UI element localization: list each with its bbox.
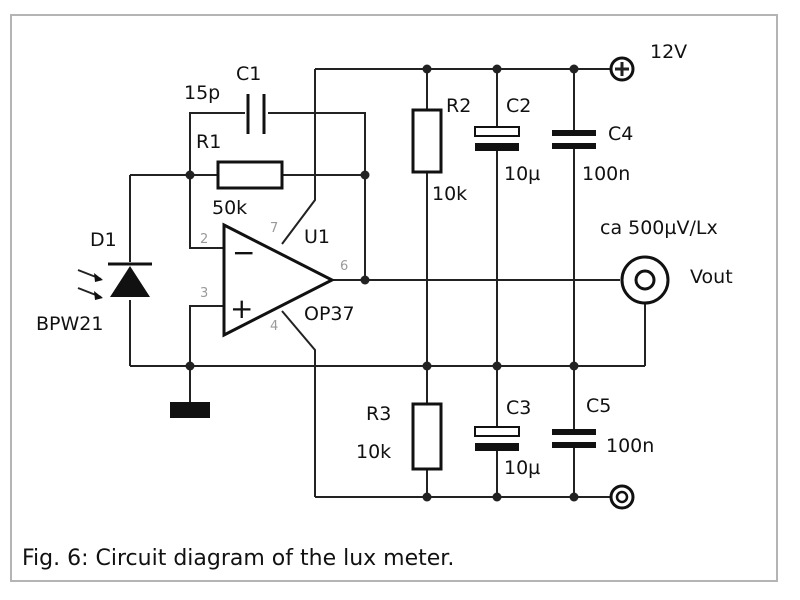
- c4-value: 100n: [582, 163, 630, 185]
- opamp-u1: [222, 222, 336, 338]
- c2-name: C2: [506, 95, 531, 117]
- sensitivity-label: ca 500µV/Lx: [600, 217, 718, 239]
- u1-vplus-wire: [281, 69, 316, 245]
- r3-name: R3: [366, 403, 391, 425]
- c5-name: C5: [586, 395, 611, 417]
- pin-3-label: 3: [200, 286, 208, 301]
- r1-name: R1: [196, 131, 221, 153]
- r3-value: 10k: [356, 441, 391, 463]
- vout-label: Vout: [690, 266, 733, 288]
- c1-value: 15p: [184, 82, 220, 104]
- u1-part: OP37: [304, 303, 355, 325]
- minus-terminal-icon: [609, 484, 635, 510]
- u1-name: U1: [304, 226, 330, 248]
- capacitor-c2: [474, 126, 520, 151]
- r1-value: 50k: [212, 197, 247, 219]
- capacitor-c4: [552, 130, 596, 149]
- r2-value: 10k: [432, 183, 467, 205]
- supply-label: 12V: [650, 41, 687, 63]
- photodiode-d1: [77, 262, 152, 300]
- bnc-output-icon: [620, 255, 670, 305]
- d1-part: BPW21: [36, 313, 103, 335]
- ground-symbol-icon: [170, 402, 210, 418]
- c2-value: 10µ: [504, 163, 540, 185]
- capacitor-c5: [552, 429, 596, 448]
- c3-value: 10µ: [504, 457, 540, 479]
- noninverting-sign: +: [230, 292, 253, 325]
- pin-4-label: 4: [270, 319, 278, 334]
- pin-7-label: 7: [270, 221, 278, 236]
- junction-dots: [185, 64, 579, 502]
- d1-name: D1: [90, 229, 117, 251]
- pin-6-label: 6: [340, 259, 348, 274]
- figure-caption: Fig. 6: Circuit diagram of the lux meter…: [22, 546, 455, 571]
- c4-name: C4: [608, 123, 633, 145]
- pin-2-label: 2: [200, 232, 208, 247]
- c1-name: C1: [236, 63, 261, 85]
- u1-vminus-wire: [281, 310, 316, 497]
- capacitor-c3: [474, 426, 520, 451]
- resistor-r2: [411, 108, 443, 174]
- plus-terminal-icon: [609, 56, 635, 82]
- resistor-r1: [216, 160, 284, 190]
- inverting-sign: −: [232, 236, 255, 269]
- capacitor-c1: [246, 94, 266, 134]
- resistor-r3: [411, 402, 443, 471]
- r2-name: R2: [446, 95, 471, 117]
- c5-value: 100n: [606, 435, 654, 457]
- light-rays-icon: [77, 269, 103, 300]
- c3-name: C3: [506, 397, 531, 419]
